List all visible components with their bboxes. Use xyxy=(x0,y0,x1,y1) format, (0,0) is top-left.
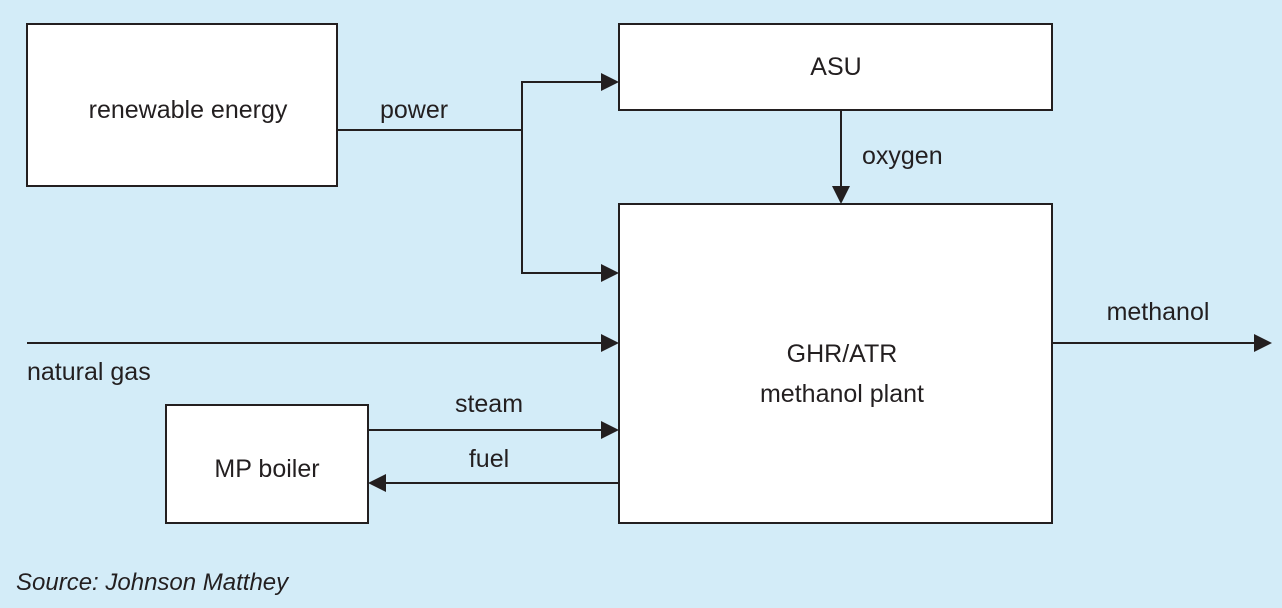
asu-box xyxy=(618,23,1053,111)
fuel-arrowhead xyxy=(368,474,386,492)
oxygen-arrowhead xyxy=(832,186,850,204)
renewable-energy-box xyxy=(26,23,338,187)
mp-boiler-label: MP boiler xyxy=(214,455,319,483)
natural-gas-label: natural gas xyxy=(27,358,151,386)
steam-arrowhead xyxy=(601,421,619,439)
mp-boiler-box xyxy=(165,404,369,524)
methanol-arrowhead xyxy=(1254,334,1272,352)
methanol-label: methanol xyxy=(1107,298,1210,326)
natural-gas-arrowhead xyxy=(601,334,619,352)
source-caption: Source: Johnson Matthey xyxy=(16,569,290,596)
plant-label-line1: GHR/ATR xyxy=(787,340,898,368)
power-to-plant-arrowhead xyxy=(601,264,619,282)
methanol-plant-box xyxy=(618,203,1053,524)
power-to-asu-line xyxy=(521,81,604,130)
fuel-label: fuel xyxy=(469,445,509,473)
oxygen-label: oxygen xyxy=(862,142,943,170)
asu-label: ASU xyxy=(810,53,861,81)
renewable-energy-label: renewable energy xyxy=(89,96,288,124)
power-label: power xyxy=(380,96,448,124)
steam-label: steam xyxy=(455,390,523,418)
power-to-plant-line xyxy=(521,130,604,274)
plant-label-line2: methanol plant xyxy=(760,380,924,408)
power-to-asu-arrowhead xyxy=(601,73,619,91)
